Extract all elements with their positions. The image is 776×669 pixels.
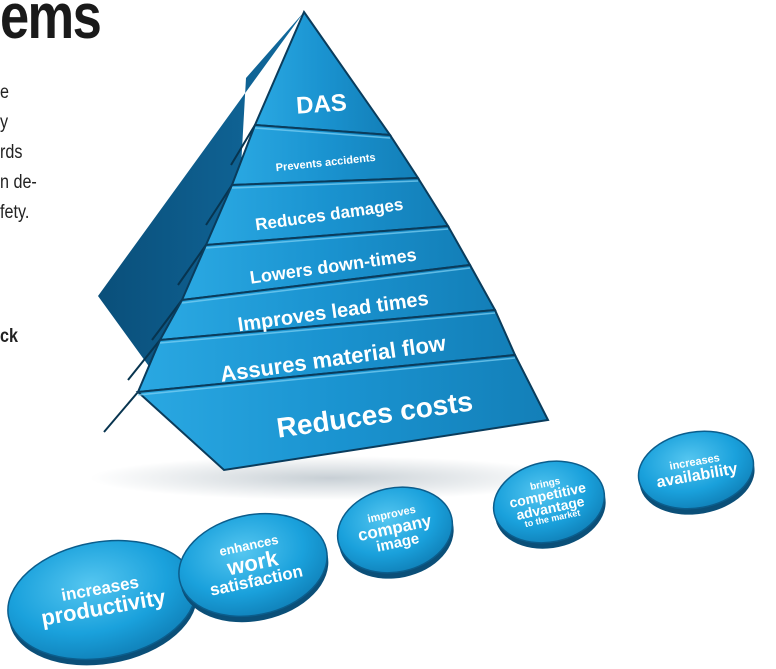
pyramid-side-step	[205, 184, 233, 226]
benefit-disc-face	[336, 486, 454, 574]
benefit-disc-face	[637, 430, 755, 510]
pyramid-layer-ledge	[159, 312, 496, 344]
pyramid-side-step	[127, 339, 161, 381]
pyramid-layer-ledge	[137, 357, 516, 396]
pyramid-side-step	[177, 244, 207, 286]
pyramid-side-step	[103, 391, 139, 433]
side-text-line: rds	[0, 142, 23, 163]
page-title-fragment: ems	[0, 0, 102, 52]
pyramid-layer-ledge	[181, 267, 471, 304]
benefit-disc-face	[178, 512, 328, 618]
pyramid-layer-ledge	[231, 180, 419, 189]
pyramid-side-step	[151, 299, 183, 341]
pyramid-layer-ledge	[205, 228, 449, 249]
pyramid-left-face	[98, 12, 304, 470]
pyramid-side-step	[230, 124, 256, 166]
pyramid-layer-band	[135, 353, 550, 472]
pyramid-apex-label: DAS	[295, 89, 347, 119]
side-text-line: e	[0, 82, 9, 103]
side-text-line-bold: ck	[0, 326, 18, 347]
benefit-disc-face	[492, 460, 606, 544]
side-text-line: fety.	[0, 202, 30, 223]
side-text-line: n de-	[0, 172, 37, 193]
side-text-line: y	[0, 112, 9, 133]
pyramid-layer-ledge	[254, 127, 391, 139]
